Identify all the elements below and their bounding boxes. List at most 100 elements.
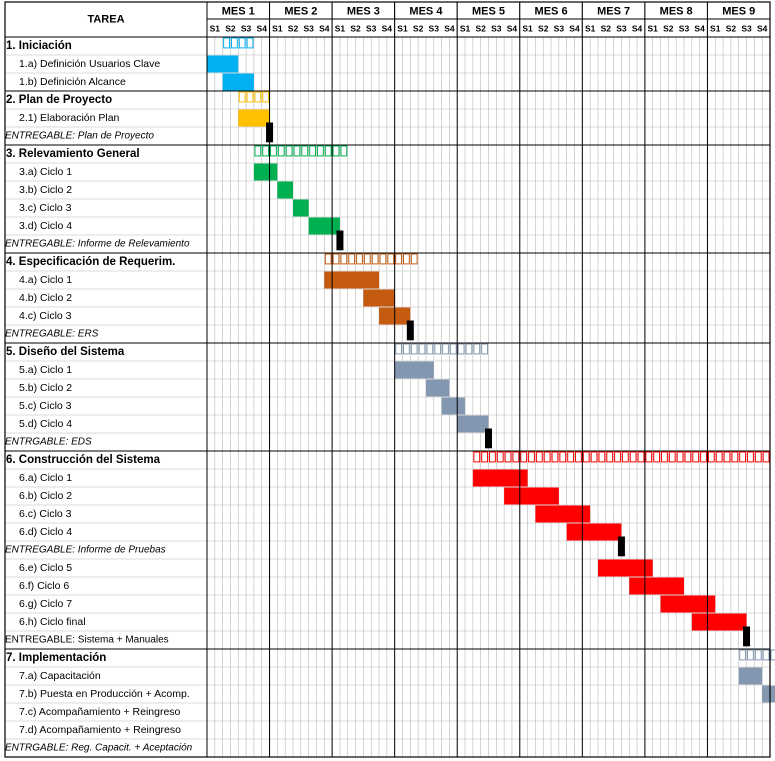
week-header: S4 bbox=[757, 23, 768, 33]
phase-plan-cell bbox=[356, 253, 363, 265]
phase-plan-cell bbox=[504, 451, 512, 463]
task-label: 6.b) Ciclo 2 bbox=[19, 490, 72, 502]
month-header: MES 8 bbox=[660, 5, 693, 17]
deliverable-label: ENTREGABLE: ERS bbox=[5, 329, 99, 340]
month-header: MES 7 bbox=[597, 5, 630, 17]
phase-plan-cell bbox=[575, 451, 582, 463]
week-header: S3 bbox=[429, 23, 440, 33]
task-bar bbox=[762, 685, 775, 703]
task-label: 6.f) Ciclo 6 bbox=[19, 580, 69, 592]
phase-plan-cell bbox=[395, 253, 402, 265]
month-header: MES 1 bbox=[222, 5, 255, 17]
deliverable-label: ENTRGABLE: EDS bbox=[5, 437, 92, 448]
task-label: 4.a) Ciclo 1 bbox=[19, 274, 72, 286]
task-label: 1.b) Definición Alcance bbox=[19, 76, 126, 88]
week-header: S1 bbox=[710, 23, 721, 33]
task-label: 5.a) Ciclo 1 bbox=[19, 364, 72, 376]
milestone-marker bbox=[485, 428, 492, 449]
phase-plan-cell bbox=[606, 451, 614, 463]
phase-plan-cell bbox=[238, 37, 246, 49]
milestone-marker bbox=[617, 536, 625, 557]
phase-plan-cell bbox=[473, 343, 481, 355]
week-header: S4 bbox=[382, 23, 393, 33]
phase-plan-cell bbox=[723, 451, 731, 463]
phase-plan-cell bbox=[418, 343, 426, 355]
task-bar bbox=[738, 667, 763, 685]
phase-plan-cell bbox=[262, 145, 270, 157]
week-header: S2 bbox=[413, 23, 424, 33]
task-label: 6.a) Ciclo 1 bbox=[19, 472, 72, 484]
phase-plan-cell bbox=[246, 91, 254, 103]
task-label: 4.b) Ciclo 2 bbox=[19, 292, 72, 304]
phase-plan-cell bbox=[379, 253, 387, 265]
phase-label: 5. Diseño del Sistema bbox=[6, 346, 125, 358]
phase-plan-cell bbox=[762, 649, 770, 661]
phase-plan-cell bbox=[684, 451, 692, 463]
task-bar bbox=[660, 595, 716, 613]
task-bar bbox=[238, 109, 270, 127]
phase-label: 2. Plan de Proyecto bbox=[6, 94, 112, 106]
task-bar bbox=[308, 217, 340, 235]
week-header: S2 bbox=[288, 23, 299, 33]
task-label: 7.c) Acompañamiento + Reingreso bbox=[19, 706, 181, 718]
phase-plan-cell bbox=[277, 145, 285, 157]
week-header: S4 bbox=[569, 23, 580, 33]
task-label: 3.a) Ciclo 1 bbox=[19, 166, 72, 178]
deliverable-label: ENTREGABLE: Plan de Proyecto bbox=[5, 131, 154, 142]
phase-plan-cell bbox=[442, 343, 449, 355]
phase-plan-cell bbox=[402, 343, 410, 355]
task-bar bbox=[504, 487, 559, 505]
phase-plan-cell bbox=[371, 253, 379, 265]
phase-plan-cell bbox=[762, 451, 770, 463]
phase-plan-cell bbox=[254, 91, 262, 103]
task-label: 7.b) Puesta en Producción + Acomp. bbox=[19, 688, 190, 700]
task-bar bbox=[629, 577, 684, 595]
phase-plan-cell bbox=[629, 451, 637, 463]
phase-plan-cell bbox=[223, 37, 230, 49]
week-header: S1 bbox=[272, 23, 283, 33]
task-label: 3.c) Ciclo 3 bbox=[19, 202, 72, 214]
phase-plan-cell bbox=[387, 253, 395, 265]
task-bar bbox=[566, 523, 622, 541]
task-label: 6.e) Ciclo 5 bbox=[19, 562, 72, 574]
task-label: 6.g) Ciclo 7 bbox=[19, 598, 72, 610]
phase-plan-cell bbox=[770, 649, 775, 661]
phase-plan-cell bbox=[285, 145, 293, 157]
deliverable-label: ENTREGABLE: Informe de Pruebas bbox=[5, 545, 166, 556]
task-label: 1.a) Definición Usuarios Clave bbox=[19, 58, 160, 70]
week-header: S4 bbox=[507, 23, 518, 33]
phase-plan-cell bbox=[747, 451, 754, 463]
phase-plan-cell bbox=[590, 451, 598, 463]
week-header: S4 bbox=[694, 23, 705, 33]
phase-plan-cell bbox=[520, 451, 528, 463]
phase-plan-cell bbox=[731, 451, 739, 463]
phase-plan-cell bbox=[582, 451, 590, 463]
phase-plan-cell bbox=[700, 451, 707, 463]
week-header: S2 bbox=[663, 23, 674, 33]
phase-plan-cell bbox=[340, 253, 348, 265]
phase-plan-cell bbox=[707, 451, 715, 463]
month-header: MES 3 bbox=[347, 5, 380, 17]
task-header-cell bbox=[4, 1, 208, 38]
month-header: MES 6 bbox=[535, 5, 568, 17]
task-label: 2.1) Elaboración Plan bbox=[19, 112, 120, 124]
phase-plan-cell bbox=[324, 145, 332, 157]
task-bar bbox=[253, 163, 278, 181]
milestone-marker bbox=[336, 230, 344, 251]
milestone-marker bbox=[743, 626, 751, 647]
task-label: 6.h) Ciclo final bbox=[19, 616, 86, 628]
phase-plan-cell bbox=[434, 343, 442, 355]
task-bar bbox=[691, 613, 747, 631]
week-header: S3 bbox=[741, 23, 752, 33]
task-label: 3.b) Ciclo 2 bbox=[19, 184, 72, 196]
deliverable-label: ENTRGABLE: Reg. Capacit. + Aceptación bbox=[5, 743, 193, 754]
phase-plan-cell bbox=[340, 145, 348, 157]
phase-plan-cell bbox=[637, 451, 645, 463]
phase-plan-cell bbox=[512, 451, 520, 463]
week-header: S3 bbox=[491, 23, 502, 33]
deliverable-label: ENTREGABLE: Informe de Relevamiento bbox=[5, 239, 190, 250]
phase-plan-cell bbox=[668, 451, 676, 463]
phase-plan-cell bbox=[410, 343, 418, 355]
phase-plan-cell bbox=[528, 451, 535, 463]
week-header: S4 bbox=[257, 23, 268, 33]
